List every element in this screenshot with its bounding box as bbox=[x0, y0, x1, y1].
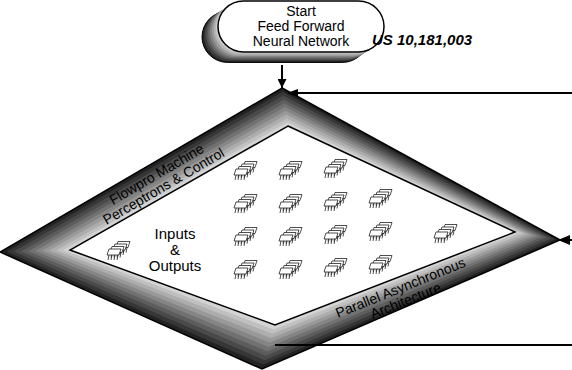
perceptron-legs bbox=[235, 241, 245, 246]
perceptron-body bbox=[279, 169, 293, 175]
perceptron-body bbox=[369, 263, 383, 269]
diamond-shadow bbox=[42, 111, 533, 343]
terminator-face bbox=[218, 1, 384, 52]
perceptron-legs bbox=[235, 208, 245, 213]
perceptron-legs bbox=[280, 175, 290, 180]
perceptron-icon bbox=[324, 160, 347, 179]
perceptron-icon bbox=[369, 190, 392, 209]
perceptron-legs bbox=[235, 175, 245, 180]
perceptron-icon bbox=[324, 193, 347, 212]
perceptron-body bbox=[369, 197, 383, 203]
perceptron-body bbox=[324, 233, 338, 239]
diamond-shadow bbox=[63, 122, 520, 329]
diamond-shadow bbox=[14, 96, 551, 361]
perceptron-icon bbox=[234, 162, 257, 181]
diamond-shadow bbox=[56, 118, 524, 333]
terminator-body: Feed Forward Neural Network bbox=[245, 19, 357, 49]
perceptron-icon bbox=[279, 261, 302, 280]
perceptron-icon bbox=[434, 225, 457, 244]
diamond-face bbox=[70, 126, 515, 325]
perceptron-body bbox=[324, 200, 338, 206]
perceptron-legs bbox=[280, 274, 290, 279]
perceptron-legs bbox=[370, 236, 380, 241]
perceptron-body bbox=[279, 235, 293, 241]
perceptron-icon bbox=[279, 195, 302, 214]
perceptron-body bbox=[279, 268, 293, 274]
diamond-shadow bbox=[7, 92, 556, 365]
feedback-arrowhead bbox=[558, 235, 570, 245]
perceptron-legs bbox=[325, 239, 335, 244]
start-terminator: StartFeed Forward Neural Network bbox=[200, 0, 386, 65]
feedback-arrowhead bbox=[287, 89, 298, 97]
perceptron-legs bbox=[370, 203, 380, 208]
perceptron-icon bbox=[234, 195, 257, 214]
perceptron-body bbox=[324, 266, 338, 272]
perceptron-legs bbox=[108, 255, 118, 260]
feedback-line bbox=[296, 92, 572, 94]
perceptron-body bbox=[234, 268, 248, 274]
perceptron-body bbox=[369, 230, 383, 236]
region-label-holder: Inputs & Outputs bbox=[149, 226, 202, 274]
perceptron-body bbox=[324, 167, 338, 173]
region-label: Inputs & Outputs bbox=[149, 226, 202, 274]
perceptron-body bbox=[234, 202, 248, 208]
perceptron-body bbox=[107, 249, 121, 255]
perceptron-icon bbox=[279, 228, 302, 247]
perceptron-icon bbox=[279, 162, 302, 181]
perceptron-legs bbox=[370, 269, 380, 274]
perceptron-icon bbox=[369, 223, 392, 242]
feedback-line bbox=[275, 344, 572, 346]
perceptron-icon bbox=[324, 259, 347, 278]
feedback-lines bbox=[275, 89, 572, 345]
diamond-shadow bbox=[21, 99, 547, 355]
terminator-heading: Start bbox=[236, 4, 366, 19]
perceptron-body bbox=[434, 232, 448, 238]
perceptron-legs bbox=[435, 238, 445, 243]
perceptron-icon bbox=[234, 228, 257, 247]
flow-arrow bbox=[281, 65, 283, 88]
perceptron-icon bbox=[234, 261, 257, 280]
perceptron-legs bbox=[280, 208, 290, 213]
diamond-shadow bbox=[49, 115, 529, 339]
terminator-text-block: StartFeed Forward Neural Network bbox=[236, 4, 366, 49]
diamond-shadow bbox=[28, 103, 542, 351]
diamond-shadow bbox=[35, 107, 538, 347]
perceptron-icon bbox=[107, 242, 130, 261]
diamond-outline bbox=[0, 88, 572, 370]
perceptron-legs bbox=[325, 173, 335, 178]
perceptron-legs bbox=[325, 206, 335, 211]
perceptron-body bbox=[279, 202, 293, 208]
perceptron-legs bbox=[280, 241, 290, 246]
patent-number: US 10,181,003 bbox=[372, 31, 472, 48]
perceptron-icon bbox=[369, 256, 392, 275]
process-diamond: Flowpro Machine Perceptrons & ControlInp… bbox=[0, 88, 572, 370]
perceptron-legs bbox=[325, 272, 335, 277]
diamond-shadow bbox=[0, 88, 560, 369]
perceptron-icon bbox=[324, 226, 347, 245]
perceptron-legs bbox=[235, 274, 245, 279]
perceptron-body bbox=[234, 235, 248, 241]
perceptron-body bbox=[234, 169, 248, 175]
